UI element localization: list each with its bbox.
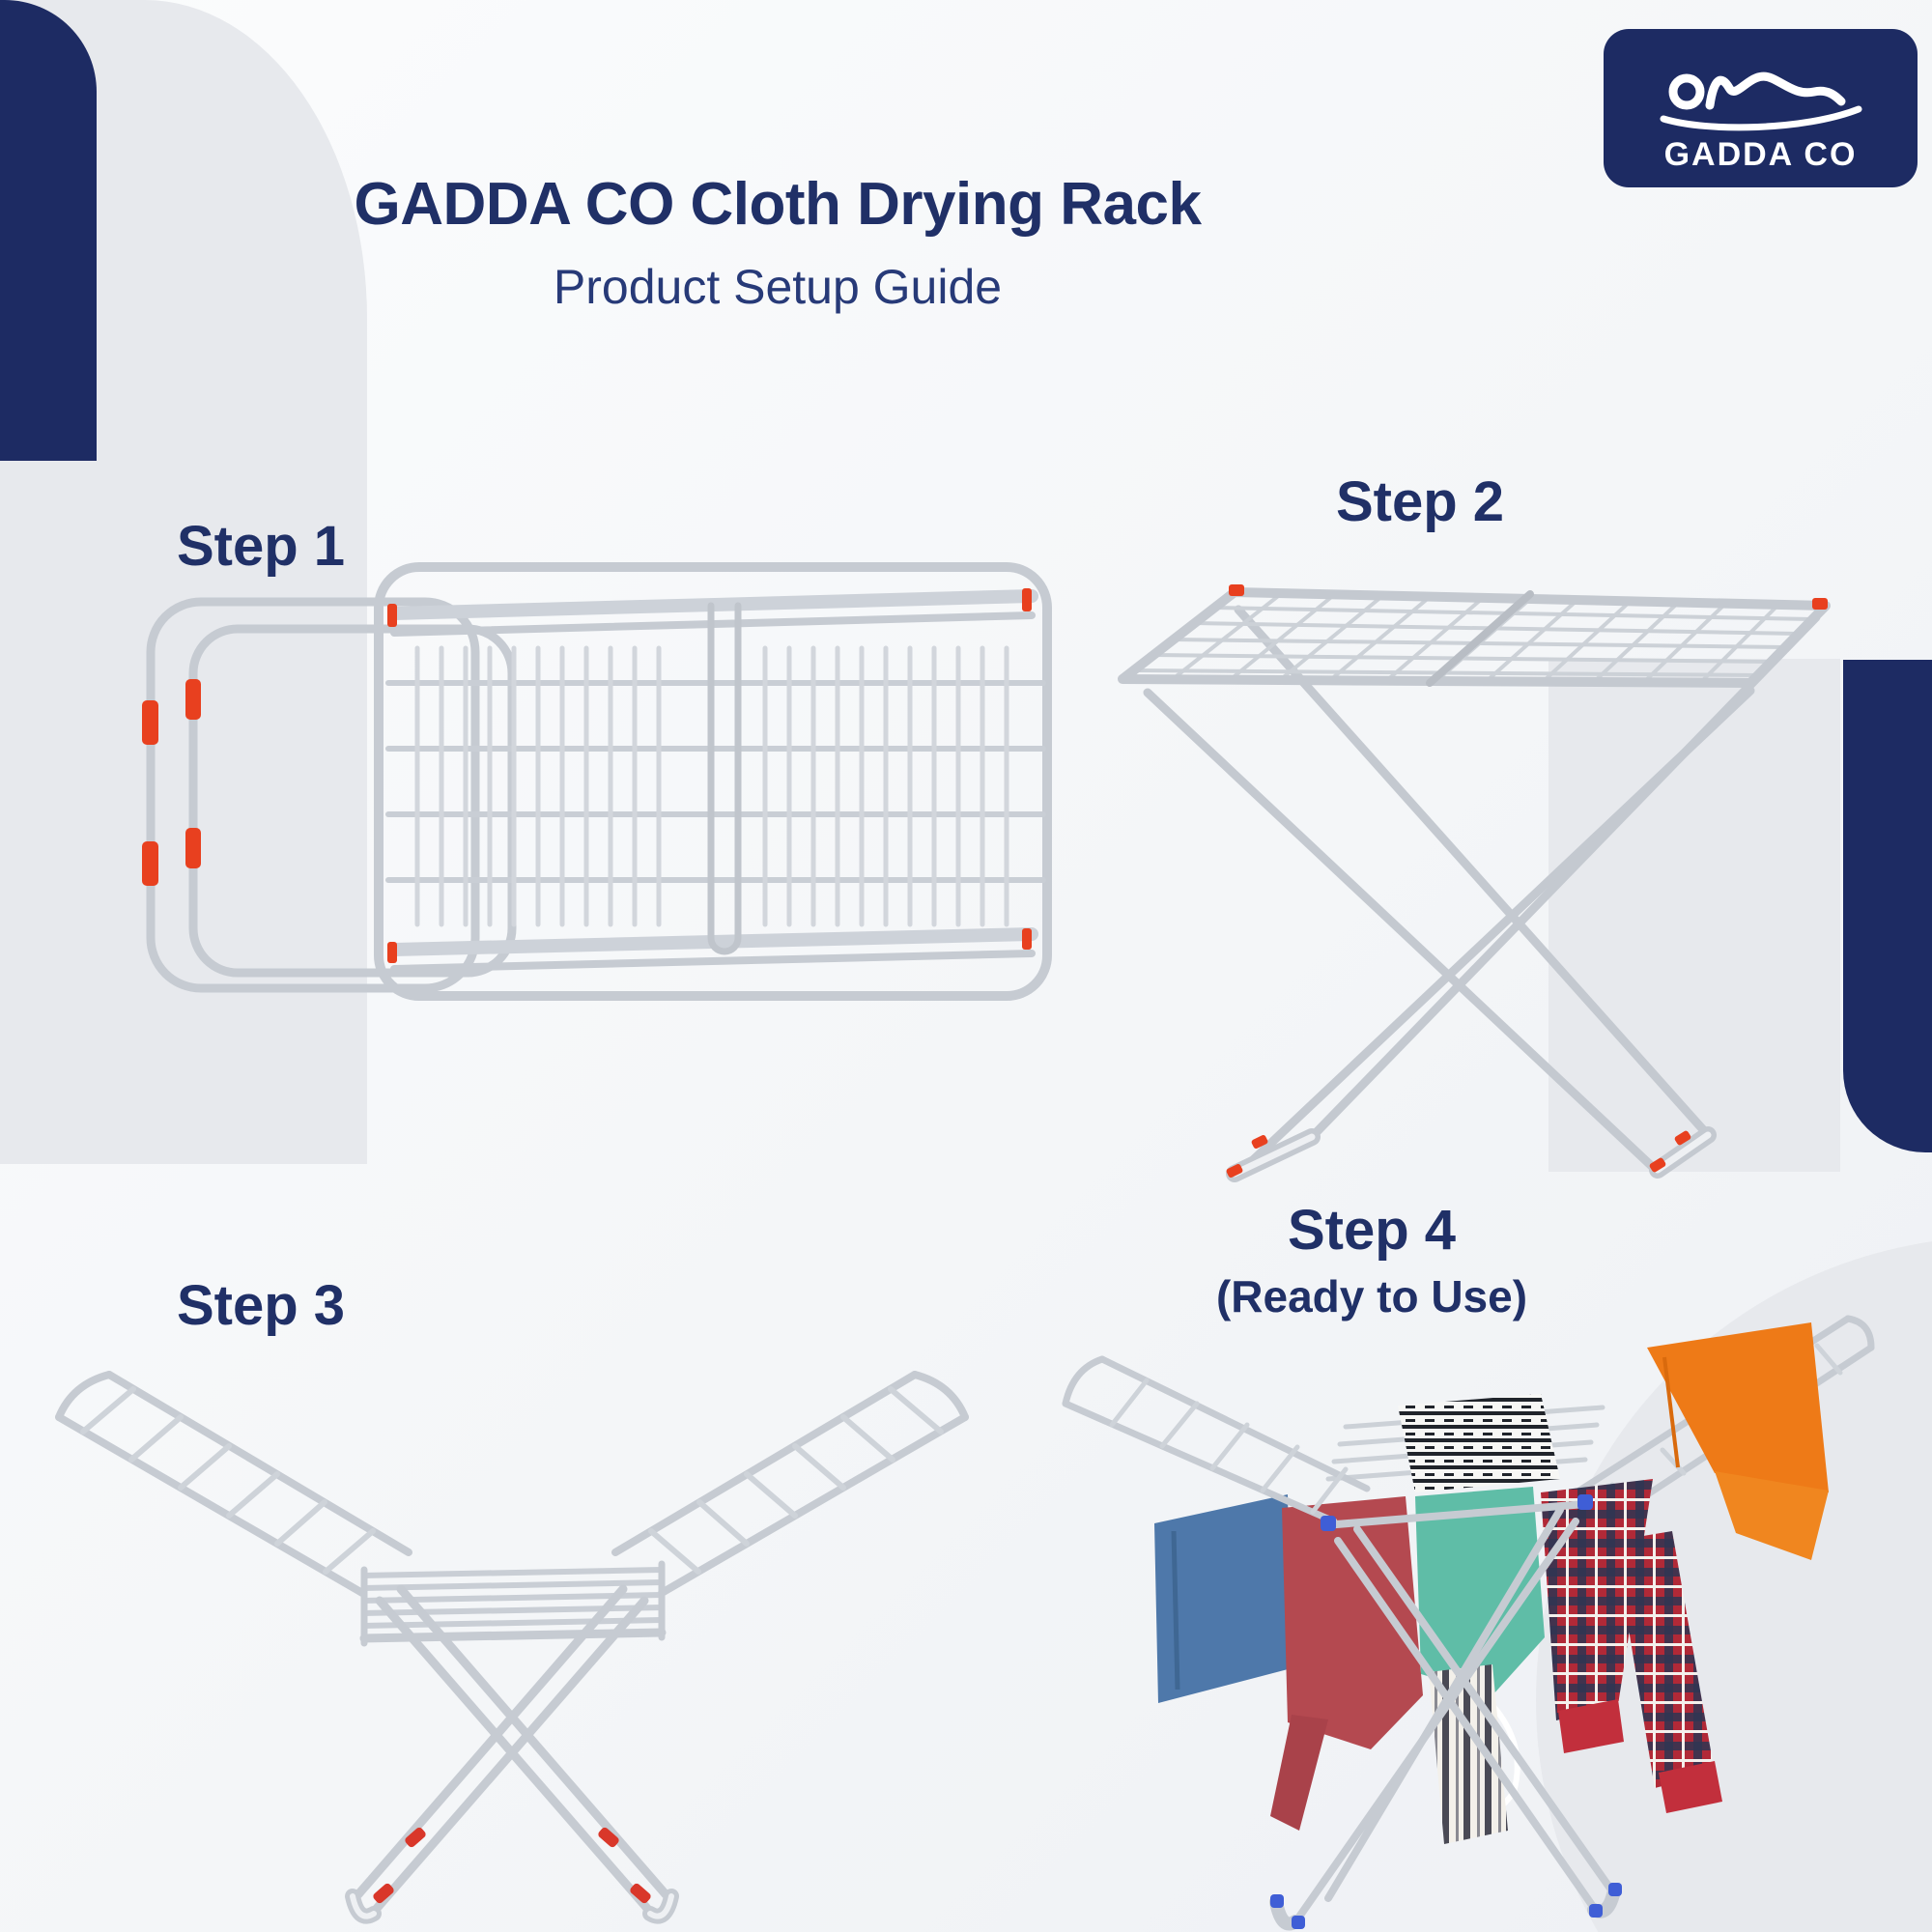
red-clips — [1226, 584, 1828, 1178]
orange-towel — [1647, 1322, 1829, 1560]
maroon-shirt — [1270, 1496, 1423, 1831]
step-4-image-rack-with-clothes — [1062, 1315, 1875, 1931]
sleeper-on-mattress-icon — [1660, 71, 1861, 131]
background-navy-bar-top-left — [0, 0, 97, 461]
step-3-image-rack-open-empty — [55, 1371, 969, 1924]
plaid-pajama-pants — [1541, 1479, 1722, 1813]
background-navy-bar-right — [1843, 660, 1932, 1152]
step-1-label: Step 1 — [176, 515, 346, 578]
red-clips — [373, 1827, 651, 1904]
step-3-label: Step 3 — [176, 1274, 346, 1337]
step-4-label-block: Step 4 (Ready to Use) — [1188, 1198, 1555, 1322]
page-subtitle: Product Setup Guide — [553, 260, 1003, 314]
brand-logo-card: GADDA CO — [1604, 29, 1918, 187]
red-clips — [142, 588, 1032, 963]
step-4-label: Step 4 — [1287, 1199, 1457, 1262]
striped-cloth — [1398, 1394, 1560, 1492]
step-1-image-folded-rack-top-view — [142, 562, 1052, 1001]
step-2-label: Step 2 — [1335, 470, 1505, 533]
blue-towel — [1154, 1494, 1292, 1703]
page-title: GADDA CO Cloth Drying Rack — [354, 171, 1202, 238]
blue-end-caps — [1270, 1494, 1622, 1929]
step-4-sublabel: (Ready to Use) — [1215, 1271, 1528, 1321]
step-2-image-x-stand-wings-folded — [1118, 584, 1831, 1182]
brand-name: GADDA CO — [1663, 136, 1858, 173]
